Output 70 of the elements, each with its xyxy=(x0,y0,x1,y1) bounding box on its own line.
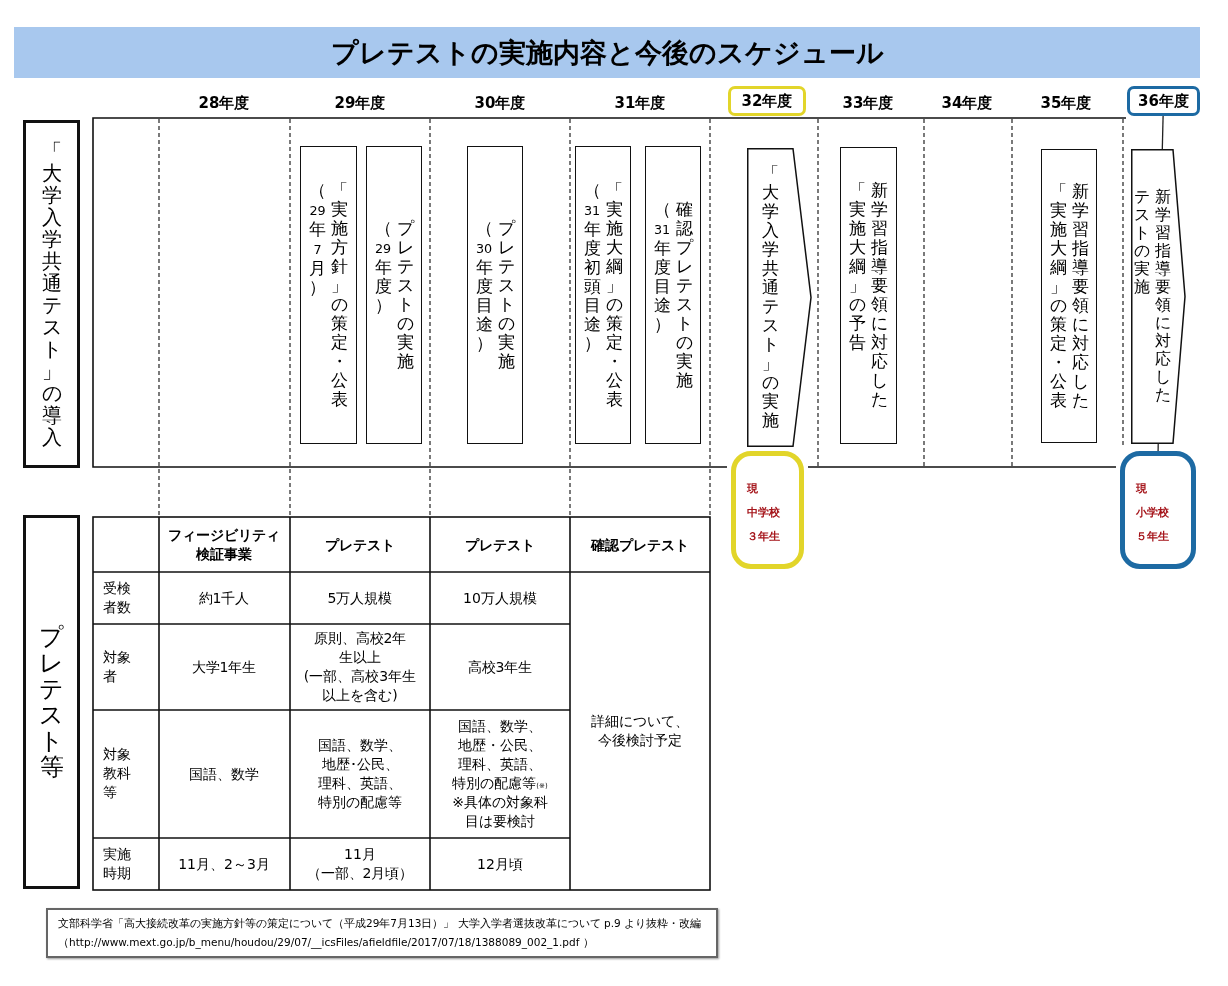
cell-text: ※具体の対象科目は要検討 xyxy=(451,793,549,831)
schedule-box xyxy=(467,146,523,444)
cell-text: （一部、2月頃） xyxy=(306,864,414,883)
grade-text: 小学校 xyxy=(1136,506,1169,520)
row-header: 対象者 xyxy=(103,648,132,686)
lane-label: 「大学入学共通テスト」の導入 xyxy=(41,139,62,449)
cell-text: (一部、高校3年生以上を含む) xyxy=(302,667,418,705)
year-label: 28年度 xyxy=(198,94,250,113)
cell-text: 国語、数学 xyxy=(189,765,259,784)
connector-line xyxy=(1161,115,1164,150)
column-header: プレテスト xyxy=(465,536,535,555)
cell-text: 原則、高校2年生以上 xyxy=(312,629,408,667)
schedule-text: 「実施方針」の策定・公表（29年7月） xyxy=(308,180,349,410)
year-label: 35年度 xyxy=(1040,94,1092,113)
source-url: （http://www.mext.go.jp/b_menu/houdou/29/07/__icsFiles/afieldfile/2017/07/18/1388089_002_1.pdf ） xyxy=(58,935,594,951)
cell-text: 高校3年生 xyxy=(467,658,533,677)
column-header: フィージビリティ検証事業 xyxy=(167,526,281,564)
year-label: 29年度 xyxy=(334,94,386,113)
grade-text: ５年生 xyxy=(1136,530,1169,544)
source-citation: 文部科学省「高大接続改革の実施方針等の策定について（平成29年7月13日）」 大学入学者選抜改革について p.9 より抜粋・改編 xyxy=(58,916,702,931)
schedule-text: 確認プレテストの実施（31年度目途） xyxy=(653,199,693,391)
year-label: 32年度 xyxy=(741,92,793,110)
column-header: 確認プレテスト xyxy=(591,536,689,555)
schedule-box xyxy=(1041,149,1097,443)
title-banner: プレテストの実施内容と今後のスケジュール xyxy=(14,27,1200,78)
row-header: 実施時期 xyxy=(103,845,132,883)
lane-label-box xyxy=(23,515,80,889)
year-label: 34年度 xyxy=(941,94,993,113)
schedule-text: 新学習指導要領に対応したテストの実施 xyxy=(1133,188,1171,405)
grade-text: 中学校 xyxy=(747,506,780,520)
schedule-text: プレテストの実施（30年度目途） xyxy=(475,218,515,372)
cell-text: 大学1年生 xyxy=(191,658,257,677)
grade-text: ３年生 xyxy=(747,530,780,544)
grade-callout xyxy=(1120,451,1196,569)
schedule-box xyxy=(366,146,422,444)
year-label: 33年度 xyxy=(842,94,894,113)
schedule-text: 「大学入学共通テスト」の実施 xyxy=(761,164,779,431)
connector-line xyxy=(1157,443,1159,452)
highlight-frame xyxy=(728,86,806,116)
grade-callout xyxy=(731,451,804,569)
row-header: 対象教科等 xyxy=(103,745,132,802)
milestone-banner xyxy=(1131,149,1186,444)
lane-label-box xyxy=(23,120,80,468)
cell-text: 10万人規模 xyxy=(463,589,537,608)
cell-text: 11月、2～3月 xyxy=(178,855,270,874)
schedule-box xyxy=(645,146,701,444)
schedule-text: 新学習指導要領に対応した「実施大綱」の策定・公表 xyxy=(1049,181,1089,411)
cell-text: 詳細について、今後検討予定 xyxy=(590,712,690,750)
lane-label: プレテスト等 xyxy=(39,623,64,781)
grade-text: 現 xyxy=(747,482,758,496)
year-label: 36年度 xyxy=(1138,92,1189,110)
cell-text: 約1千人 xyxy=(198,589,250,608)
schedule-text: プレテストの実施（29年度） xyxy=(374,218,414,372)
cell-text: 12月頃 xyxy=(477,855,523,874)
schedule-box xyxy=(840,147,897,444)
cell-text: 国語、数学、地歴･公民、理科、英語、特別の配慮等 xyxy=(317,736,403,812)
highlight-frame xyxy=(1127,86,1200,116)
schedule-box xyxy=(575,146,631,444)
schedule-text: 「実施大綱」の策定・公表（31年度初頭目途） xyxy=(583,180,623,410)
source-note-box xyxy=(46,908,718,958)
row-header: 受検者数 xyxy=(103,579,132,617)
schedule-text: 新学習指導要領に対応した「実施大綱」の予告 xyxy=(848,181,889,410)
grade-text: 現 xyxy=(1136,482,1147,496)
schedule-box xyxy=(300,146,357,444)
year-label: 30年度 xyxy=(474,94,526,113)
cell-text: 5万人規模 xyxy=(327,589,393,608)
column-header: プレテスト xyxy=(325,536,395,555)
year-label: 31年度 xyxy=(614,94,666,113)
cell-text: 11月 xyxy=(344,845,376,864)
milestone-banner xyxy=(747,148,812,447)
